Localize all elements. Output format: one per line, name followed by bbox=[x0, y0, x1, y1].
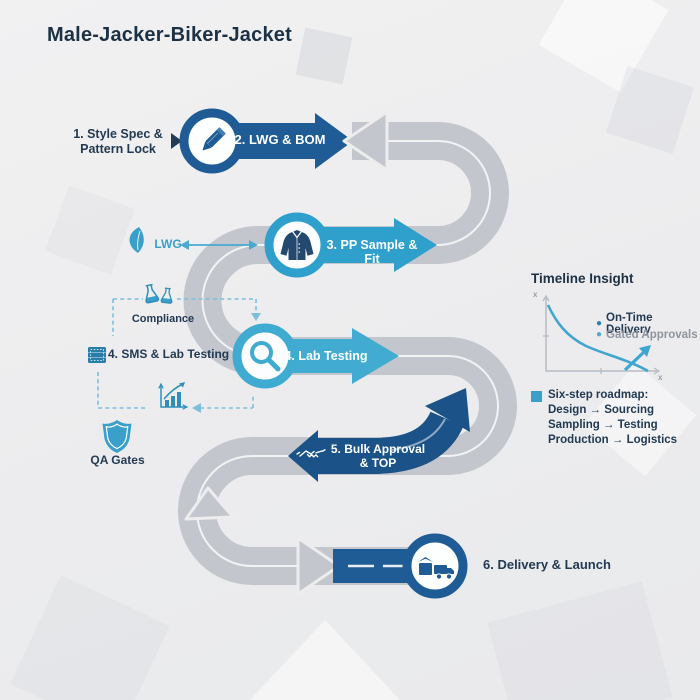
lwg-label: LWG bbox=[154, 237, 182, 251]
note-line: Design → Sourcing bbox=[548, 404, 655, 416]
step6-label: 6. Delivery & Launch bbox=[483, 557, 611, 572]
lwg-connector-arrow bbox=[180, 240, 258, 250]
timeline-insight-title: Timeline Insight bbox=[531, 271, 634, 286]
leaf-icon bbox=[129, 227, 144, 253]
note-heading: Six-step roadmap: bbox=[548, 389, 649, 401]
step3-arrow bbox=[297, 218, 437, 272]
page-title: Male-Jacker-Biker-Jacket bbox=[47, 24, 292, 46]
jacket-icon bbox=[280, 230, 314, 260]
road-arrowheads bbox=[184, 110, 389, 596]
note-line: Production → Logistics bbox=[548, 434, 678, 446]
step4-arrow bbox=[262, 328, 399, 384]
legend-on-time-delivery: ● On-Time Delivery bbox=[596, 312, 700, 336]
legend-gated-approvals: ● Gated Approvals bbox=[596, 329, 698, 341]
step1-label: 1. Style Spec & Pattern Lock bbox=[58, 127, 178, 157]
qa-gates-label: QA Gates bbox=[90, 453, 145, 467]
step1-pointer-icon bbox=[171, 133, 182, 149]
lab-flasks-icon bbox=[145, 283, 173, 304]
delivery-truck-icon bbox=[418, 557, 454, 580]
fabric-swatch-icon bbox=[88, 347, 106, 363]
step5-label-line2: & TOP bbox=[359, 456, 397, 470]
step5-label: 5. Bulk Approval & TOP bbox=[322, 442, 434, 470]
legend-label: Gated Approvals bbox=[606, 329, 698, 341]
step4-label: 4. Lab Testing bbox=[284, 349, 368, 363]
step5-label-line1: 5. Bulk Approval bbox=[330, 442, 426, 456]
shield-icon bbox=[102, 420, 132, 453]
dashed-connector-arrowheads bbox=[192, 313, 261, 413]
step1-label-line2: Pattern Lock bbox=[80, 142, 156, 156]
step1-label-line1: 1. Style Spec & bbox=[73, 127, 163, 141]
pencil-icon bbox=[202, 127, 226, 151]
step5-curved-arrow bbox=[288, 388, 470, 482]
compliance-label: Compliance bbox=[131, 313, 195, 325]
growth-chart-icon bbox=[158, 382, 189, 410]
step2-arrow bbox=[212, 113, 353, 169]
note-bullet-square bbox=[531, 391, 542, 402]
step3-label: 3. PP Sample & Fit bbox=[326, 238, 418, 267]
trend-arrowhead-icon bbox=[639, 345, 651, 357]
road-arrowhead-right-icon bbox=[296, 536, 341, 596]
road-arrowhead-left-icon bbox=[342, 110, 389, 172]
dashed-connectors bbox=[97, 298, 257, 409]
timeline-insight-chart bbox=[542, 294, 661, 375]
magnifier-icon bbox=[250, 341, 281, 372]
sms-lab-testing-label: 4. SMS & Lab Testing bbox=[108, 347, 230, 361]
legend-bullet-icon: ● bbox=[596, 329, 603, 340]
legend-label: On-Time Delivery bbox=[606, 312, 653, 336]
handshake-icon bbox=[296, 449, 326, 458]
roadmap-note: Six-step roadmap: Design → Sourcing Samp… bbox=[548, 388, 688, 448]
axis-label-end: x bbox=[658, 373, 663, 382]
axis-label-top: x bbox=[533, 290, 538, 299]
note-line: Sampling → Testing bbox=[548, 419, 658, 431]
step2-label: 2. LWG & BOM bbox=[234, 132, 326, 147]
road-arrowhead-up-icon bbox=[184, 486, 235, 521]
legend-bullet-icon: ● bbox=[596, 318, 603, 329]
trend-line bbox=[546, 304, 649, 373]
